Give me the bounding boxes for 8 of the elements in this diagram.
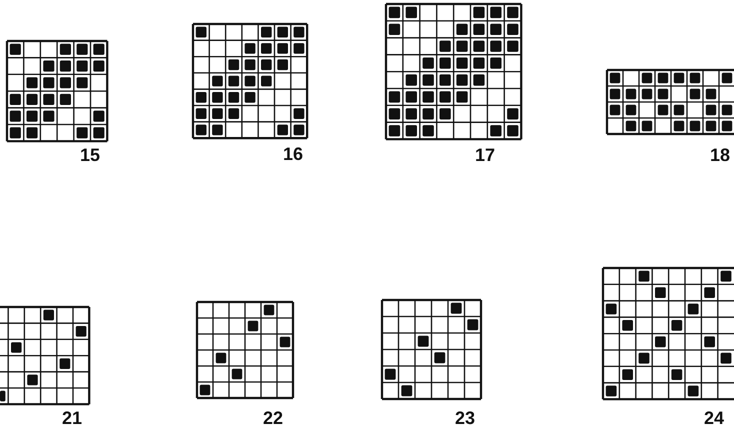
figure-number: 24 [704, 409, 724, 427]
figure-number: 17 [474, 146, 496, 164]
figure-number: 18 [710, 146, 730, 164]
figure-number: 22 [262, 409, 284, 427]
figure-number: 15 [80, 146, 100, 164]
figure-number: 23 [454, 409, 476, 427]
figure-number: 16 [282, 145, 304, 163]
figure-number: 21 [62, 409, 82, 427]
